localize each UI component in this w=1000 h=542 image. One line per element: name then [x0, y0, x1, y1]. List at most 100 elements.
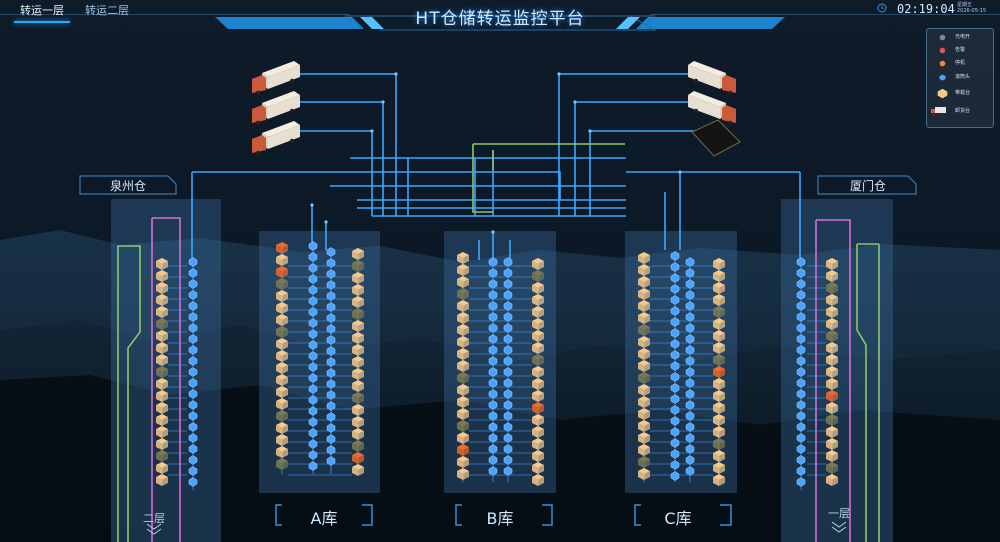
cargo-cube-icon[interactable]	[276, 374, 288, 386]
cargo-cube-icon[interactable]	[532, 342, 544, 354]
cargo-cube-icon[interactable]	[826, 270, 838, 282]
cargo-cube-icon[interactable]	[457, 336, 469, 348]
roller-head-icon[interactable]	[326, 280, 336, 290]
cargo-cube-icon[interactable]	[638, 264, 650, 276]
roller-head-icon[interactable]	[326, 379, 336, 389]
zone-a-label[interactable]: A库	[310, 509, 338, 528]
roller-head-icon[interactable]	[488, 268, 498, 278]
roller-head-icon[interactable]	[503, 455, 513, 465]
cargo-cube-icon[interactable]	[276, 314, 288, 326]
roller-head-icon[interactable]	[488, 433, 498, 443]
roller-head-icon[interactable]	[670, 449, 680, 459]
roller-head-icon[interactable]	[188, 334, 198, 344]
cargo-cube-icon[interactable]	[276, 326, 288, 338]
cargo-cube-icon[interactable]	[156, 426, 168, 438]
cargo-cube-icon[interactable]	[457, 324, 469, 336]
cargo-cube-icon[interactable]	[713, 318, 725, 330]
cargo-cube-icon[interactable]	[532, 390, 544, 402]
cargo-cube-icon[interactable]	[156, 414, 168, 426]
roller-head-icon[interactable]	[488, 312, 498, 322]
cargo-cube-icon[interactable]	[713, 390, 725, 402]
cargo-cube-icon[interactable]	[352, 440, 364, 452]
cargo-cube-icon[interactable]	[826, 306, 838, 318]
cargo-cube-icon[interactable]	[457, 312, 469, 324]
cargo-cube-icon[interactable]	[826, 390, 838, 402]
roller-head-icon[interactable]	[326, 313, 336, 323]
roller-head-icon[interactable]	[488, 279, 498, 289]
cargo-cube-icon[interactable]	[713, 354, 725, 366]
roller-head-icon[interactable]	[685, 301, 695, 311]
cargo-cube-icon[interactable]	[156, 282, 168, 294]
roller-head-icon[interactable]	[796, 466, 806, 476]
roller-head-icon[interactable]	[326, 269, 336, 279]
roller-head-icon[interactable]	[326, 368, 336, 378]
cargo-cube-icon[interactable]	[532, 438, 544, 450]
cargo-cube-icon[interactable]	[826, 258, 838, 270]
roller-head-icon[interactable]	[685, 433, 695, 443]
cargo-cube-icon[interactable]	[276, 266, 288, 278]
roller-head-icon[interactable]	[188, 411, 198, 421]
roller-head-icon[interactable]	[685, 257, 695, 267]
cargo-cube-icon[interactable]	[638, 444, 650, 456]
cargo-cube-icon[interactable]	[276, 434, 288, 446]
cargo-cube-icon[interactable]	[826, 426, 838, 438]
cargo-cube-icon[interactable]	[713, 330, 725, 342]
cargo-cube-icon[interactable]	[457, 384, 469, 396]
roller-head-icon[interactable]	[488, 334, 498, 344]
roller-head-icon[interactable]	[670, 460, 680, 470]
roller-head-icon[interactable]	[796, 301, 806, 311]
cargo-cube-icon[interactable]	[713, 294, 725, 306]
cargo-cube-icon[interactable]	[352, 320, 364, 332]
roller-head-icon[interactable]	[685, 466, 695, 476]
cargo-cube-icon[interactable]	[352, 272, 364, 284]
cargo-cube-icon[interactable]	[638, 312, 650, 324]
truck-icon[interactable]	[252, 91, 300, 126]
cargo-cube-icon[interactable]	[457, 456, 469, 468]
roller-head-icon[interactable]	[503, 257, 513, 267]
roller-head-icon[interactable]	[488, 257, 498, 267]
cargo-cube-icon[interactable]	[276, 458, 288, 470]
roller-head-icon[interactable]	[685, 334, 695, 344]
roller-head-icon[interactable]	[503, 290, 513, 300]
cargo-cube-icon[interactable]	[638, 432, 650, 444]
roller-head-icon[interactable]	[488, 389, 498, 399]
cargo-cube-icon[interactable]	[276, 254, 288, 266]
roller-head-icon[interactable]	[670, 361, 680, 371]
cargo-cube-icon[interactable]	[638, 276, 650, 288]
roller-head-icon[interactable]	[796, 378, 806, 388]
cargo-cube-icon[interactable]	[276, 350, 288, 362]
roller-head-icon[interactable]	[488, 345, 498, 355]
roller-head-icon[interactable]	[326, 302, 336, 312]
cargo-cube-icon[interactable]	[713, 414, 725, 426]
cargo-cube-icon[interactable]	[352, 344, 364, 356]
roller-head-icon[interactable]	[670, 471, 680, 481]
cargo-cube-icon[interactable]	[276, 446, 288, 458]
roller-head-icon[interactable]	[796, 411, 806, 421]
roller-head-icon[interactable]	[188, 312, 198, 322]
cargo-cube-icon[interactable]	[457, 276, 469, 288]
roller-head-icon[interactable]	[685, 356, 695, 366]
tab-transfer-floor-1[interactable]: 转运一层	[14, 2, 70, 23]
cargo-cube-icon[interactable]	[532, 330, 544, 342]
cargo-cube-icon[interactable]	[532, 402, 544, 414]
roller-head-icon[interactable]	[685, 389, 695, 399]
cargo-cube-icon[interactable]	[713, 258, 725, 270]
cargo-cube-icon[interactable]	[156, 474, 168, 486]
cargo-cube-icon[interactable]	[352, 248, 364, 260]
cargo-cube-icon[interactable]	[156, 342, 168, 354]
cargo-cube-icon[interactable]	[826, 330, 838, 342]
roller-head-icon[interactable]	[796, 290, 806, 300]
roller-head-icon[interactable]	[503, 356, 513, 366]
cargo-cube-icon[interactable]	[532, 282, 544, 294]
cargo-cube-icon[interactable]	[457, 468, 469, 480]
roller-head-icon[interactable]	[326, 456, 336, 466]
cargo-cube-icon[interactable]	[713, 270, 725, 282]
roller-head-icon[interactable]	[488, 356, 498, 366]
truck-icon[interactable]	[252, 61, 300, 96]
roller-head-icon[interactable]	[488, 455, 498, 465]
cargo-cube-icon[interactable]	[457, 288, 469, 300]
cargo-cube-icon[interactable]	[826, 474, 838, 486]
truck-icon[interactable]	[688, 91, 736, 126]
cargo-cube-icon[interactable]	[713, 342, 725, 354]
cargo-cube-icon[interactable]	[457, 444, 469, 456]
